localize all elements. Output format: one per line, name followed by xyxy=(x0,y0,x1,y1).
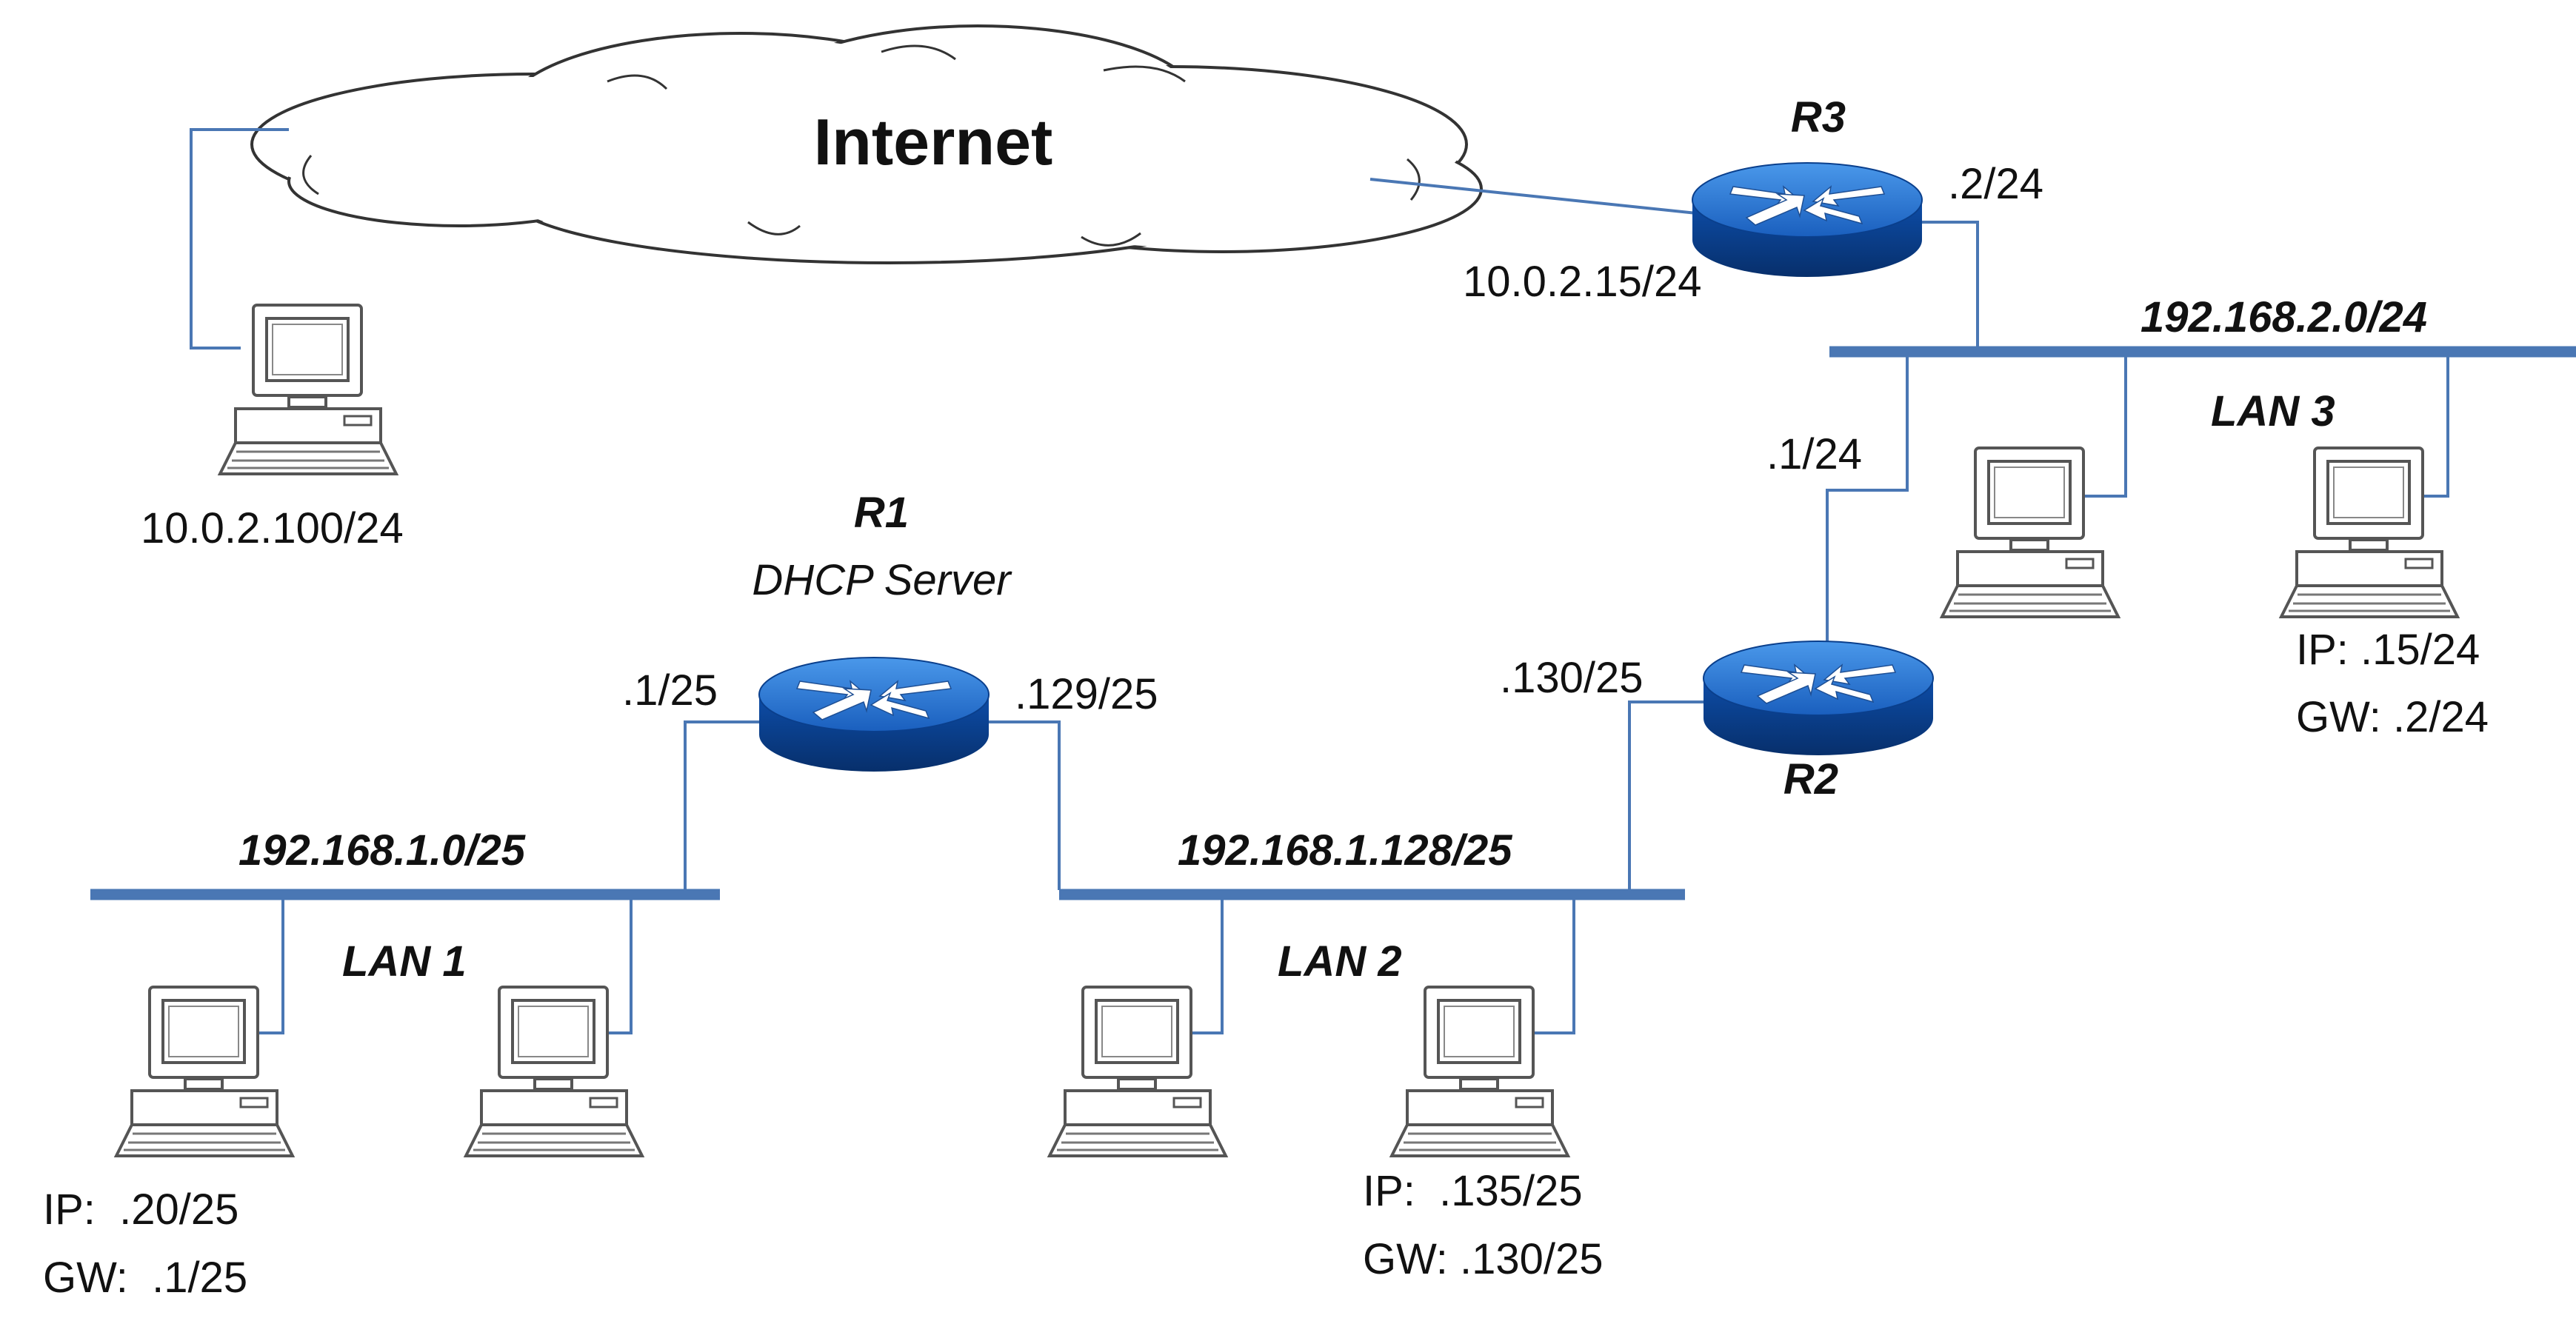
internet-cloud: Internet xyxy=(250,24,1483,264)
lan2-host-ip: IP: .135/25 xyxy=(1363,1167,1583,1215)
router-r3-name: R3 xyxy=(1791,93,1846,141)
lan3-host-b-computer-icon xyxy=(2280,447,2459,618)
lan2-name: LAN 2 xyxy=(1278,937,1402,986)
link-lan1-host-a xyxy=(252,896,284,1034)
link-r3-lan3 xyxy=(1918,221,1979,348)
router-r1-left-ip: .1/25 xyxy=(622,666,718,715)
lan3-subnet: 192.168.2.0/24 xyxy=(2140,293,2427,341)
lan1-host-gw: GW: .1/25 xyxy=(43,1254,247,1302)
lan3-host-a-computer-icon xyxy=(1941,447,2120,618)
link-lan2-host-b xyxy=(1527,896,1575,1034)
router-r1-icon xyxy=(758,657,990,772)
router-r3-icon xyxy=(1692,162,1923,278)
link-r2-lan2 xyxy=(1628,700,1715,890)
lan2-host-gw: GW: .130/25 xyxy=(1363,1235,1604,1283)
router-r2-icon xyxy=(1703,641,1934,756)
lan3-name: LAN 3 xyxy=(2211,387,2335,435)
link-lan1-host-b xyxy=(600,896,633,1034)
lan1-name: LAN 1 xyxy=(342,937,467,986)
lan2-host-b-computer-icon xyxy=(1390,986,1569,1157)
links xyxy=(190,128,2449,1034)
link-r1-lan1 xyxy=(684,720,763,890)
link-lan3-r2 xyxy=(1826,354,1909,652)
router-r2-left-ip: .130/25 xyxy=(1500,654,1644,702)
cloud-label: Internet xyxy=(814,105,1053,178)
lan1-host-ip: IP: .20/25 xyxy=(43,1186,238,1234)
router-r2-name: R2 xyxy=(1783,755,1838,803)
lan2-subnet: 192.168.1.128/25 xyxy=(1178,826,1512,875)
link-internet-host xyxy=(190,128,289,350)
lan1-host-a-computer-icon xyxy=(115,986,294,1157)
lan3-host-ip: IP: .15/24 xyxy=(2296,626,2480,674)
internet-host-ip: 10.0.2.100/24 xyxy=(141,504,404,552)
link-lan3-host-b xyxy=(2413,354,2449,498)
router-r2-top-ip: .1/24 xyxy=(1766,430,1862,478)
lan2-host-a-computer-icon xyxy=(1048,986,1227,1157)
router-r1-name: R1 xyxy=(854,489,909,537)
lan1-subnet: 192.168.1.0/25 xyxy=(238,826,526,875)
lan3-host-gw: GW: .2/24 xyxy=(2296,693,2489,741)
link-r1-lan2 xyxy=(985,720,1061,890)
link-lan3-host-a xyxy=(2075,354,2127,498)
router-r3-internet-ip: 10.0.2.15/24 xyxy=(1463,258,1702,306)
link-lan2-host-a xyxy=(1187,896,1224,1034)
router-r3-lan-ip: .2/24 xyxy=(1948,160,2043,208)
link-cloud-r3 xyxy=(1369,178,1712,216)
lan1-host-b-computer-icon xyxy=(464,986,644,1157)
router-r1-right-ip: .129/25 xyxy=(1015,670,1158,718)
internet-host-computer-icon xyxy=(218,304,398,475)
router-r1-role: DHCP Server xyxy=(752,556,1012,604)
